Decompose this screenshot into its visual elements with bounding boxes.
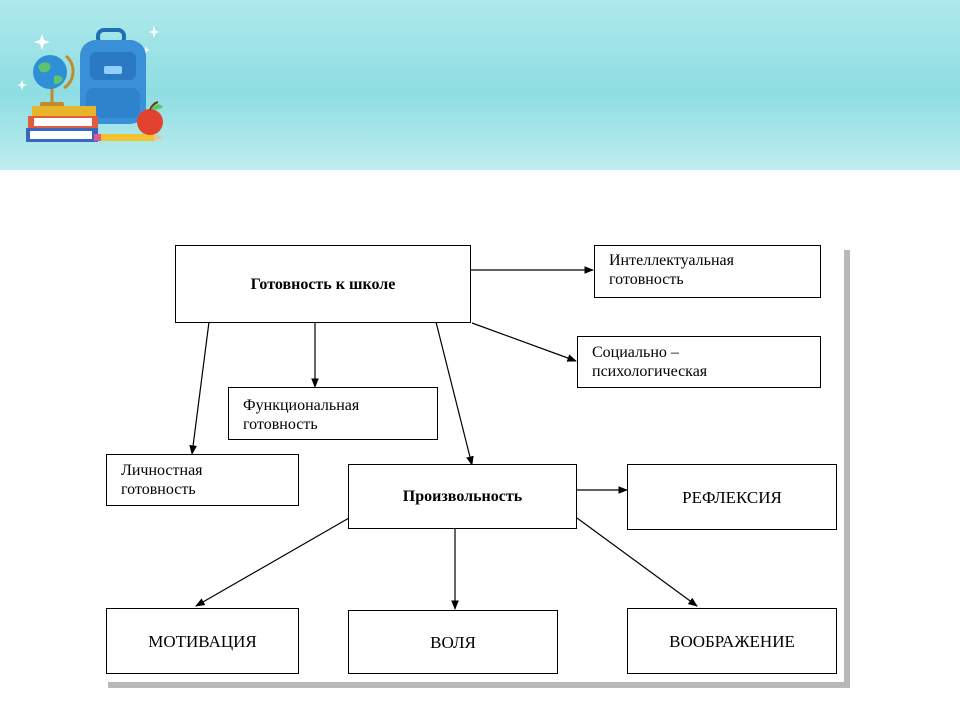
box-social-psychological: Социально – психологическая — [577, 336, 821, 388]
school-backpack-illustration — [17, 26, 164, 142]
box-will-label: ВОЛЯ — [430, 632, 476, 652]
box-functional-readiness-label: Функциональная готовность — [243, 397, 360, 433]
arrow-root-to-volition — [435, 321, 474, 466]
box-imagination-label: ВООБРАЖЕНИЕ — [669, 631, 795, 651]
apple-icon — [137, 101, 163, 135]
sparkle-icon — [17, 26, 160, 90]
box-school-readiness: Готовность к школе — [175, 245, 471, 323]
books-icon — [26, 106, 98, 142]
arrow-volition-to-imagination — [576, 517, 698, 607]
box-intellectual-readiness: Интеллектуальная готовность — [594, 245, 821, 298]
globe-icon — [33, 54, 75, 107]
box-volition: Произвольность — [348, 464, 577, 529]
arrow-root-to-personal — [189, 321, 210, 455]
box-volition-label: Произвольность — [402, 488, 523, 505]
box-school-readiness-label: Готовность к школе — [250, 275, 396, 293]
backpack-icon — [80, 28, 146, 124]
box-imagination: ВООБРАЖЕНИЕ — [627, 608, 837, 674]
pencil-icon — [94, 134, 164, 141]
box-functional-readiness: Функциональная готовность — [228, 387, 438, 440]
box-motivation-label: МОТИВАЦИЯ — [148, 631, 257, 651]
box-motivation: МОТИВАЦИЯ — [106, 608, 299, 674]
box-social-psychological-label: Социально – психологическая — [592, 344, 708, 380]
box-reflection: РЕФЛЕКСИЯ — [627, 464, 837, 530]
box-personal-readiness: Личностная готовность — [106, 454, 299, 506]
arrow-volition-to-motivation — [195, 517, 350, 607]
box-personal-readiness-label: Личностная готовность — [121, 462, 203, 498]
header-band — [0, 0, 960, 170]
arrow-root-to-social — [471, 322, 577, 362]
box-will: ВОЛЯ — [348, 610, 558, 674]
box-reflection-label: РЕФЛЕКСИЯ — [682, 487, 782, 507]
box-intellectual-readiness-label: Интеллектуальная готовность — [609, 252, 734, 288]
